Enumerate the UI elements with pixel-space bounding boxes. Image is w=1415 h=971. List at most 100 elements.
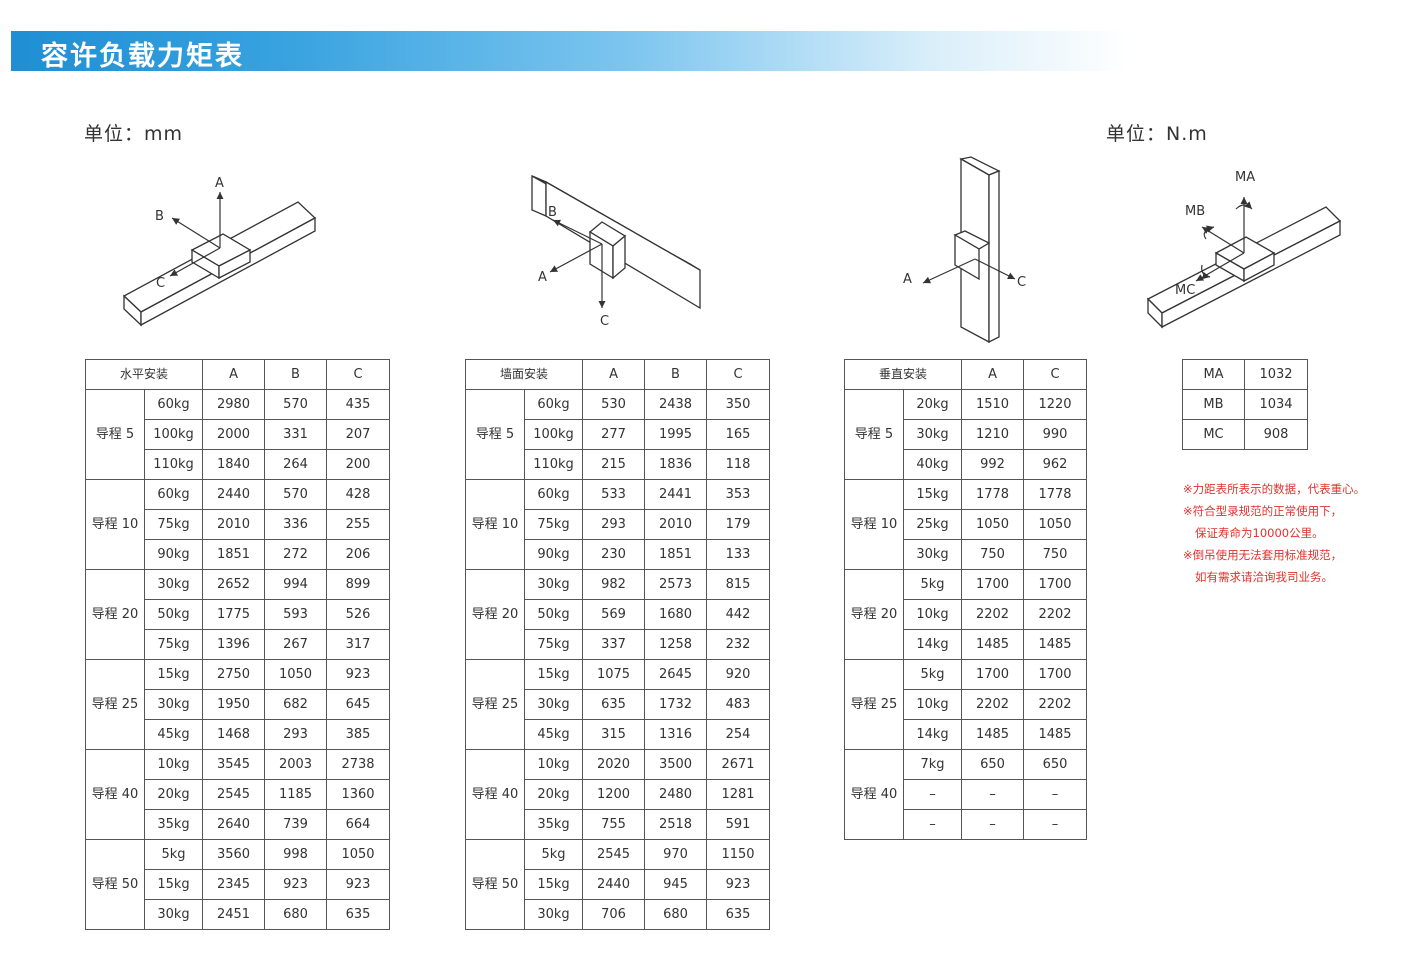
lead-cell: 导程 5 — [85, 389, 145, 480]
load-cell: 30kg — [523, 689, 584, 720]
value-cell: 353 — [706, 479, 771, 510]
lead-cell: 导程 25 — [465, 659, 525, 750]
load-cell: 60kg — [143, 479, 204, 510]
value-cell: 1050 — [961, 509, 1025, 540]
value-cell: 267 — [264, 629, 328, 660]
value-cell: 206 — [326, 539, 391, 570]
value-cell: 1485 — [1023, 629, 1088, 660]
value-cell: 2645 — [644, 659, 708, 690]
value-cell: 1510 — [961, 389, 1025, 420]
load-cell: 30kg — [143, 569, 204, 600]
value-cell: 230 — [582, 539, 646, 570]
load-cell: 90kg — [523, 539, 584, 570]
value-cell: 1485 — [961, 629, 1025, 660]
value-cell: 570 — [264, 389, 328, 420]
value-cell: 315 — [582, 719, 646, 750]
value-cell: 385 — [326, 719, 391, 750]
column-header: 墙面安装 — [464, 359, 584, 390]
moment-diagram: MA MB MC — [1140, 165, 1350, 335]
value-cell: 264 — [264, 449, 328, 480]
load-cell: 30kg — [143, 689, 204, 720]
lead-cell: 导程 10 — [844, 479, 904, 570]
vertical-mount-diagram: A C — [895, 155, 1045, 345]
load-cell: 30kg — [523, 569, 584, 600]
load-cell: 10kg — [143, 749, 204, 780]
value-cell: 1050 — [326, 839, 391, 870]
value-cell: 1700 — [961, 659, 1025, 690]
load-cell: 110kg — [523, 449, 584, 480]
value-cell: 254 — [706, 719, 771, 750]
load-cell: 14kg — [902, 719, 963, 750]
value-cell: 1050 — [264, 659, 328, 690]
value-cell: – — [1023, 809, 1088, 840]
value-cell: 2202 — [1023, 599, 1088, 630]
value-cell: 2345 — [202, 869, 266, 900]
lead-cell: 导程 25 — [844, 659, 904, 750]
value-cell: 1700 — [961, 569, 1025, 600]
load-cell: 35kg — [143, 809, 204, 840]
value-cell: 923 — [264, 869, 328, 900]
load-cell: 100kg — [143, 419, 204, 450]
load-cell: 5kg — [902, 659, 963, 690]
value-cell: 2010 — [644, 509, 708, 540]
axis-label-c: C — [1017, 275, 1026, 290]
column-header: A — [202, 359, 266, 390]
value-cell: 3500 — [644, 749, 708, 780]
load-cell: 5kg — [902, 569, 963, 600]
value-cell: 1778 — [1023, 479, 1088, 510]
value-cell: 1200 — [582, 779, 646, 810]
load-cell: 5kg — [523, 839, 584, 870]
value-cell: 923 — [706, 869, 771, 900]
column-header: C — [326, 359, 391, 390]
value-cell: 920 — [706, 659, 771, 690]
lead-cell: 导程 20 — [85, 569, 145, 660]
value-cell: 650 — [1023, 749, 1088, 780]
value-cell: 680 — [644, 899, 708, 930]
lead-cell: 导程 50 — [85, 839, 145, 930]
value-cell: 2573 — [644, 569, 708, 600]
value-cell: 1836 — [644, 449, 708, 480]
value-cell: 2738 — [326, 749, 391, 780]
value-cell: 998 — [264, 839, 328, 870]
load-cell: 5kg — [143, 839, 204, 870]
page-title: 容许负载力矩表 — [41, 41, 244, 72]
lead-cell: 导程 50 — [465, 839, 525, 930]
note-line: ※符合型录规范的正常使用下， — [1183, 504, 1343, 518]
value-cell: 207 — [326, 419, 391, 450]
moment-label-ma: MA — [1235, 170, 1255, 185]
value-cell: 899 — [326, 569, 391, 600]
value-cell: 2202 — [961, 689, 1025, 720]
value-cell: 336 — [264, 509, 328, 540]
load-cell: 20kg — [902, 389, 963, 420]
value-cell: 990 — [1023, 419, 1088, 450]
value-cell: 755 — [582, 809, 646, 840]
value-cell: 2438 — [644, 389, 708, 420]
value-cell: 428 — [326, 479, 391, 510]
value-cell: 994 — [264, 569, 328, 600]
value-cell: 2010 — [202, 509, 266, 540]
value-cell: 530 — [582, 389, 646, 420]
value-cell: 1050 — [1023, 509, 1088, 540]
load-cell: 25kg — [902, 509, 963, 540]
load-cell: – — [902, 779, 963, 810]
value-cell: 1150 — [706, 839, 771, 870]
value-cell: 435 — [326, 389, 391, 420]
value-cell: 1220 — [1023, 389, 1088, 420]
load-cell: 15kg — [143, 659, 204, 690]
value-cell: 317 — [326, 629, 391, 660]
